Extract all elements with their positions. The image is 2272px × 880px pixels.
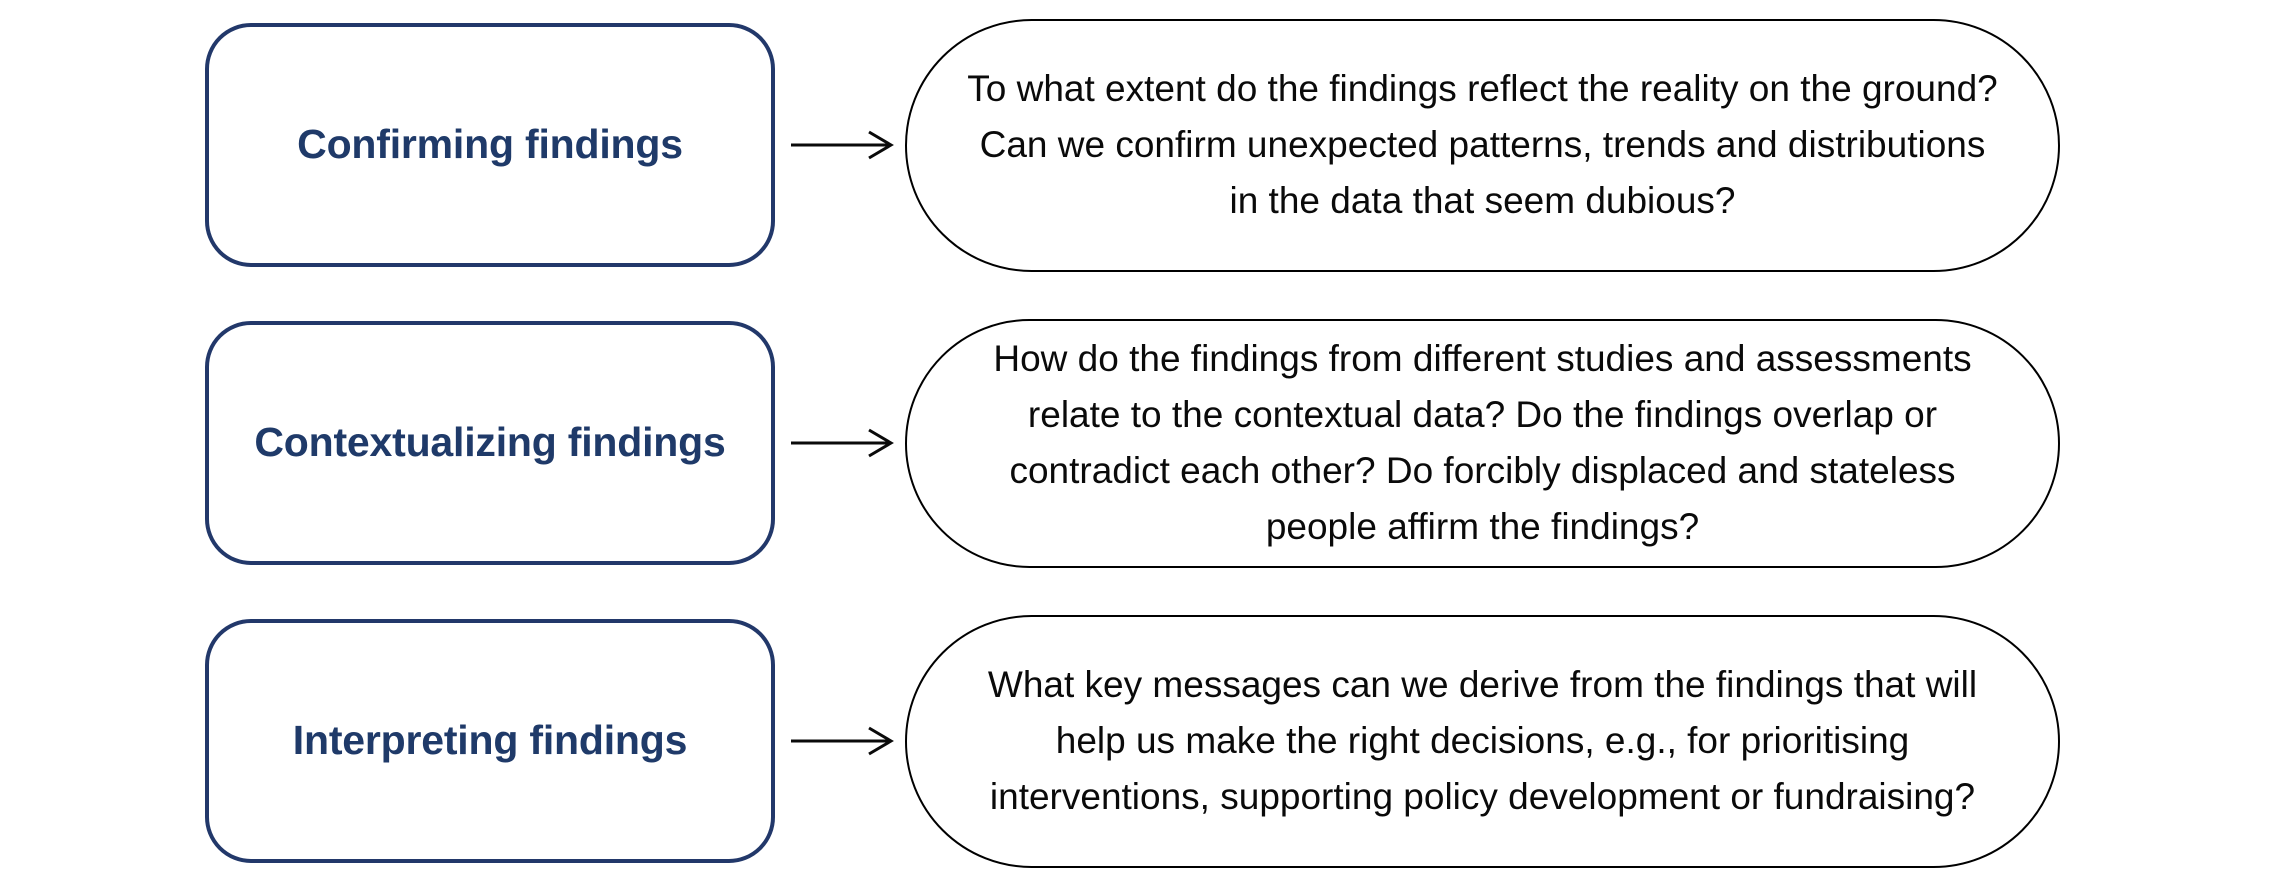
question-text: To what extent do the findings reflect t…	[967, 67, 1998, 222]
arrow-right-icon	[789, 125, 899, 165]
stage-box-confirming-findings[interactable]: Confirming findings	[205, 23, 775, 267]
question-text: What key messages can we derive from the…	[987, 663, 1978, 818]
stage-label: Contextualizing findings	[254, 419, 726, 466]
diagram-row: Interpreting findings What key messages …	[0, 610, 2272, 872]
question-capsule-confirming-findings[interactable]: To what extent do the findings reflect t…	[905, 18, 2060, 272]
question-capsule-contextualizing-findings[interactable]: How do the findings from different studi…	[905, 318, 2060, 568]
question-text: How do the findings from different studi…	[993, 337, 1972, 548]
diagram-row: Confirming findings To what extent do th…	[0, 14, 2272, 276]
question-capsule-interpreting-findings[interactable]: What key messages can we derive from the…	[905, 614, 2060, 868]
stage-label: Interpreting findings	[292, 717, 688, 764]
stage-label: Confirming findings	[297, 121, 683, 168]
stage-box-contextualizing-findings[interactable]: Contextualizing findings	[205, 321, 775, 565]
diagram-row: Contextualizing findings How do the find…	[0, 312, 2272, 574]
arrow-right-icon	[789, 721, 899, 761]
arrow-right-icon	[789, 423, 899, 463]
stage-box-interpreting-findings[interactable]: Interpreting findings	[205, 619, 775, 863]
